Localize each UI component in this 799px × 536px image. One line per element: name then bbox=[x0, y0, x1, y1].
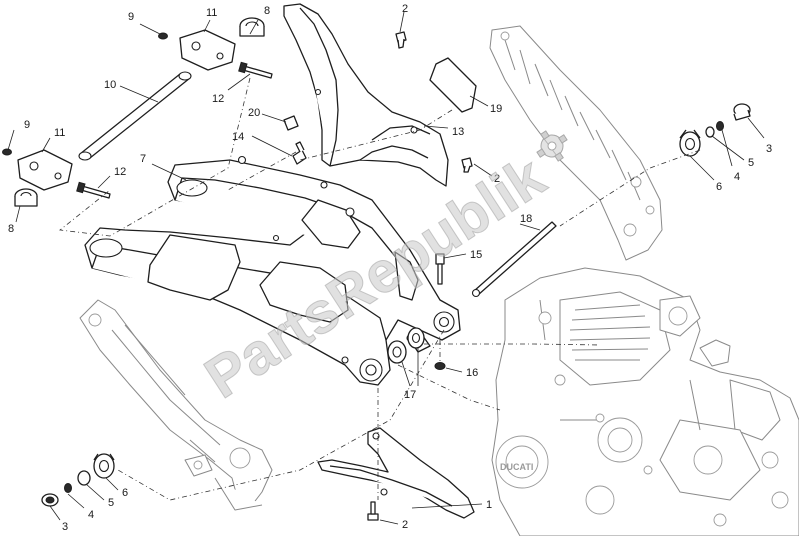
callout-numbers: 1 2 2 2 3 3 4 4 5 5 6 6 7 8 8 9 9 10 11 … bbox=[8, 3, 772, 533]
callout-5-left: 5 bbox=[108, 497, 114, 509]
engine-block: DUCATI bbox=[491, 267, 799, 536]
rear-frame-bracket bbox=[489, 25, 663, 261]
callout-4-right: 4 bbox=[734, 171, 740, 183]
callout-11-bottom: 11 bbox=[54, 127, 65, 139]
callout-9-bottom: 9 bbox=[24, 119, 30, 131]
callout-8-bottom: 8 bbox=[8, 223, 14, 235]
callout-2-bottom: 2 bbox=[402, 519, 408, 531]
callout-3-right: 3 bbox=[766, 143, 772, 155]
washer-upper bbox=[158, 32, 168, 40]
callout-7: 7 bbox=[140, 153, 146, 165]
screw-2-right bbox=[461, 157, 473, 173]
callout-3-left: 3 bbox=[62, 521, 68, 533]
callout-4-left: 4 bbox=[88, 509, 94, 521]
callout-14: 14 bbox=[232, 131, 244, 143]
nut-lower bbox=[14, 188, 38, 207]
bushing-17a bbox=[387, 340, 407, 364]
nut-16 bbox=[434, 362, 446, 370]
adjuster-bolt-lower bbox=[76, 181, 111, 199]
chain-adjuster-lower bbox=[17, 149, 73, 191]
bolt-15 bbox=[435, 253, 445, 285]
leader-lines bbox=[7, 11, 765, 525]
washer-5-left bbox=[77, 470, 91, 486]
callout-11-top: 11 bbox=[206, 7, 217, 19]
callout-12-bottom: 12 bbox=[114, 166, 126, 178]
callout-13: 13 bbox=[452, 126, 464, 138]
callout-18: 18 bbox=[520, 213, 532, 225]
pivot-shaft bbox=[471, 221, 557, 298]
screw-14 bbox=[292, 141, 307, 165]
clip-20 bbox=[283, 115, 299, 131]
callout-2-right: 2 bbox=[494, 173, 500, 185]
nut-upper bbox=[239, 17, 265, 37]
bolt-3-right bbox=[733, 103, 751, 121]
callout-9-top: 9 bbox=[128, 11, 134, 23]
washer-4-left bbox=[64, 483, 72, 493]
callout-19: 19 bbox=[490, 103, 502, 115]
callout-17: 17 bbox=[404, 389, 416, 401]
callout-16: 16 bbox=[466, 367, 478, 379]
callout-6-left: 6 bbox=[122, 487, 128, 499]
screw-2-bottom bbox=[367, 501, 379, 521]
bearing-6-left bbox=[93, 453, 115, 479]
chain-adjuster-upper bbox=[179, 29, 236, 71]
chain-guard bbox=[317, 427, 475, 519]
adhesive-pad bbox=[429, 57, 477, 113]
gear-icon bbox=[536, 130, 568, 162]
callout-6-right: 6 bbox=[716, 181, 722, 193]
bearing-6-right bbox=[679, 129, 701, 157]
adjuster-bolt-upper bbox=[238, 61, 273, 79]
callout-1: 1 bbox=[486, 499, 492, 511]
adjuster-shaft bbox=[78, 71, 192, 161]
footrest-bracket bbox=[79, 299, 273, 511]
washer-lower bbox=[2, 148, 12, 156]
washer-4-right bbox=[716, 121, 724, 131]
rear-mudguard bbox=[283, 3, 449, 187]
callout-15: 15 bbox=[470, 249, 482, 261]
bolt-3-left bbox=[41, 493, 59, 507]
engine-brand-text: DUCATI bbox=[500, 462, 533, 472]
washer-5-right bbox=[705, 126, 715, 138]
callout-8-top: 8 bbox=[264, 5, 270, 17]
swingarm bbox=[84, 155, 461, 386]
callout-2-top: 2 bbox=[402, 3, 408, 15]
callout-10: 10 bbox=[104, 79, 116, 91]
callout-5-right: 5 bbox=[748, 157, 754, 169]
callout-12-top: 12 bbox=[212, 93, 224, 105]
bushing-17b bbox=[407, 327, 425, 349]
callout-20: 20 bbox=[248, 107, 260, 119]
assembly-lines bbox=[59, 77, 701, 501]
screw-2-top bbox=[395, 31, 407, 49]
